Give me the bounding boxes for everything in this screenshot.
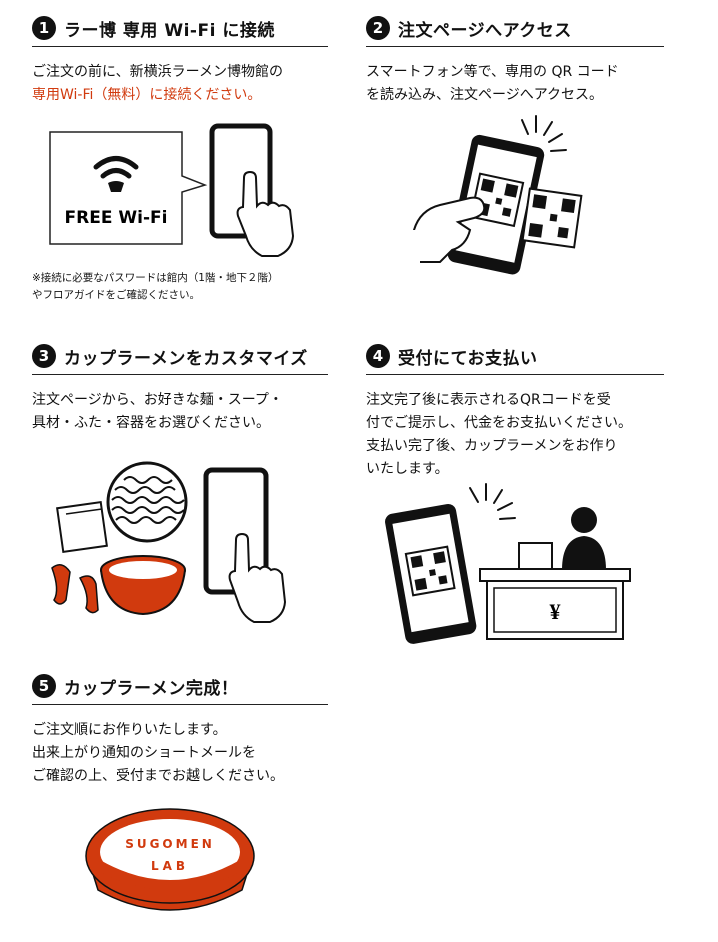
- shrimp-icon: [51, 564, 99, 614]
- description-line: 注文ページから、お好きな麺・スープ・: [32, 392, 283, 408]
- step-5: 5 カップラーメン完成！ ご注文順にお作りいたします。 出来上がり通知のショート…: [32, 672, 328, 788]
- wifi-bubble: FREE Wi-Fi: [49, 131, 208, 245]
- step-4-header: 4 受付にてお支払い: [366, 342, 664, 375]
- description-line: ご注文順にお作りいたします。: [32, 722, 227, 738]
- step-2: 2 注文ページへアクセス スマートフォン等で、専用の QR コード を読み込み、…: [366, 14, 664, 107]
- phone-qr-present-icon: [385, 503, 477, 644]
- step-5-header: 5 カップラーメン完成！: [32, 672, 328, 705]
- step-3-header: 3 カップラーメンをカスタマイズ: [32, 342, 328, 375]
- description-line: 付でご提示し、代金をお支払いください。: [366, 415, 632, 431]
- cup-ramen-icon: SUGOMEN LAB: [85, 808, 255, 911]
- description-line: 注文完了後に表示されるQRコードを受: [366, 392, 611, 408]
- qr-code-card-icon: [521, 187, 583, 249]
- step-description: スマートフォン等で、専用の QR コード を読み込み、注文ページへアクセス。: [366, 61, 664, 107]
- description-line: ご注文の前に、新横浜ラーメン博物館の: [32, 64, 284, 80]
- tapping-hand-icon: [228, 532, 287, 623]
- yen-sign: ¥: [550, 599, 561, 624]
- step-title: カップラーメン完成！: [64, 678, 239, 699]
- description-highlight: 専用Wi-Fi（無料）に接続ください。: [32, 87, 262, 103]
- step-title: カップラーメンをカスタマイズ: [64, 348, 308, 369]
- staff-person-icon: [562, 507, 606, 570]
- step-number: 4: [366, 344, 390, 368]
- step-1-header: 1 ラー博 専用 Wi-Fi に接続: [32, 14, 328, 47]
- hand-holding-phone-icon: [395, 196, 486, 270]
- description-line: ご確認の上、受付までお越しください。: [32, 768, 284, 784]
- wifi-label: FREE Wi-Fi: [65, 208, 168, 228]
- description-line: いたします。: [366, 461, 449, 477]
- description-line: 支払い完了後、カップラーメンをお作り: [366, 438, 618, 454]
- wifi-base-icon: [108, 181, 124, 192]
- step-2-header: 2 注文ページへアクセス: [366, 14, 664, 47]
- cup-label-line1: SUGOMEN: [125, 837, 215, 851]
- step-number: 1: [32, 16, 56, 40]
- cup-label-line2: LAB: [151, 859, 189, 873]
- register-screen-icon: [518, 542, 553, 570]
- description-line: 出来上がり通知のショートメールを: [32, 745, 256, 761]
- scan-rays-icon: [469, 483, 516, 520]
- step-1-note: ※接続に必要なパスワードは館内（1階・地下２階） やフロアガイドをご確認ください…: [32, 270, 278, 304]
- reception-counter-icon: ¥: [479, 568, 631, 640]
- qr-code-icon: [404, 545, 456, 597]
- step-title: 受付にてお支払い: [398, 348, 538, 369]
- step-description: ご注文の前に、新横浜ラーメン博物館の 専用Wi-Fi（無料）に接続ください。: [32, 61, 328, 107]
- step-description: 注文完了後に表示されるQRコードを受 付でご提示し、代金をお支払いください。 支…: [366, 389, 664, 481]
- phone-qr-scan-icon: [447, 134, 545, 275]
- step-3: 3 カップラーメンをカスタマイズ 注文ページから、お好きな麺・スープ・ 具材・ふ…: [32, 342, 328, 435]
- step-number: 5: [32, 674, 56, 698]
- note-line: ※接続に必要なパスワードは館内（1階・地下２階）: [32, 272, 279, 284]
- step-description: 注文ページから、お好きな麺・スープ・ 具材・ふた・容器をお選びください。: [32, 389, 328, 435]
- description-line: を読み込み、注文ページへアクセス。: [366, 87, 604, 103]
- note-line: やフロアガイドをご確認ください。: [32, 289, 200, 301]
- description-line: 具材・ふた・容器をお選びください。: [32, 415, 270, 431]
- step-description: ご注文順にお作りいたします。 出来上がり通知のショートメールを ご確認の上、受付…: [32, 719, 328, 788]
- step-title: 注文ページへアクセス: [398, 20, 572, 41]
- soup-packet-icon: [56, 501, 108, 553]
- qr-code-icon: [469, 172, 525, 228]
- wifi-icon: [93, 156, 139, 179]
- scan-rays-icon: [521, 115, 567, 152]
- step-title: ラー博 専用 Wi-Fi に接続: [64, 20, 275, 41]
- description-line: スマートフォン等で、専用の QR コード: [366, 64, 619, 80]
- bowl-icon: [100, 555, 186, 616]
- step-4: 4 受付にてお支払い 注文完了後に表示されるQRコードを受 付でご提示し、代金を…: [366, 342, 664, 481]
- step-number: 2: [366, 16, 390, 40]
- step-1: 1 ラー博 専用 Wi-Fi に接続 ご注文の前に、新横浜ラーメン博物館の 専用…: [32, 14, 328, 107]
- step-number: 3: [32, 344, 56, 368]
- tapping-hand-icon: [236, 170, 295, 257]
- noodle-bundle-icon: [106, 461, 188, 543]
